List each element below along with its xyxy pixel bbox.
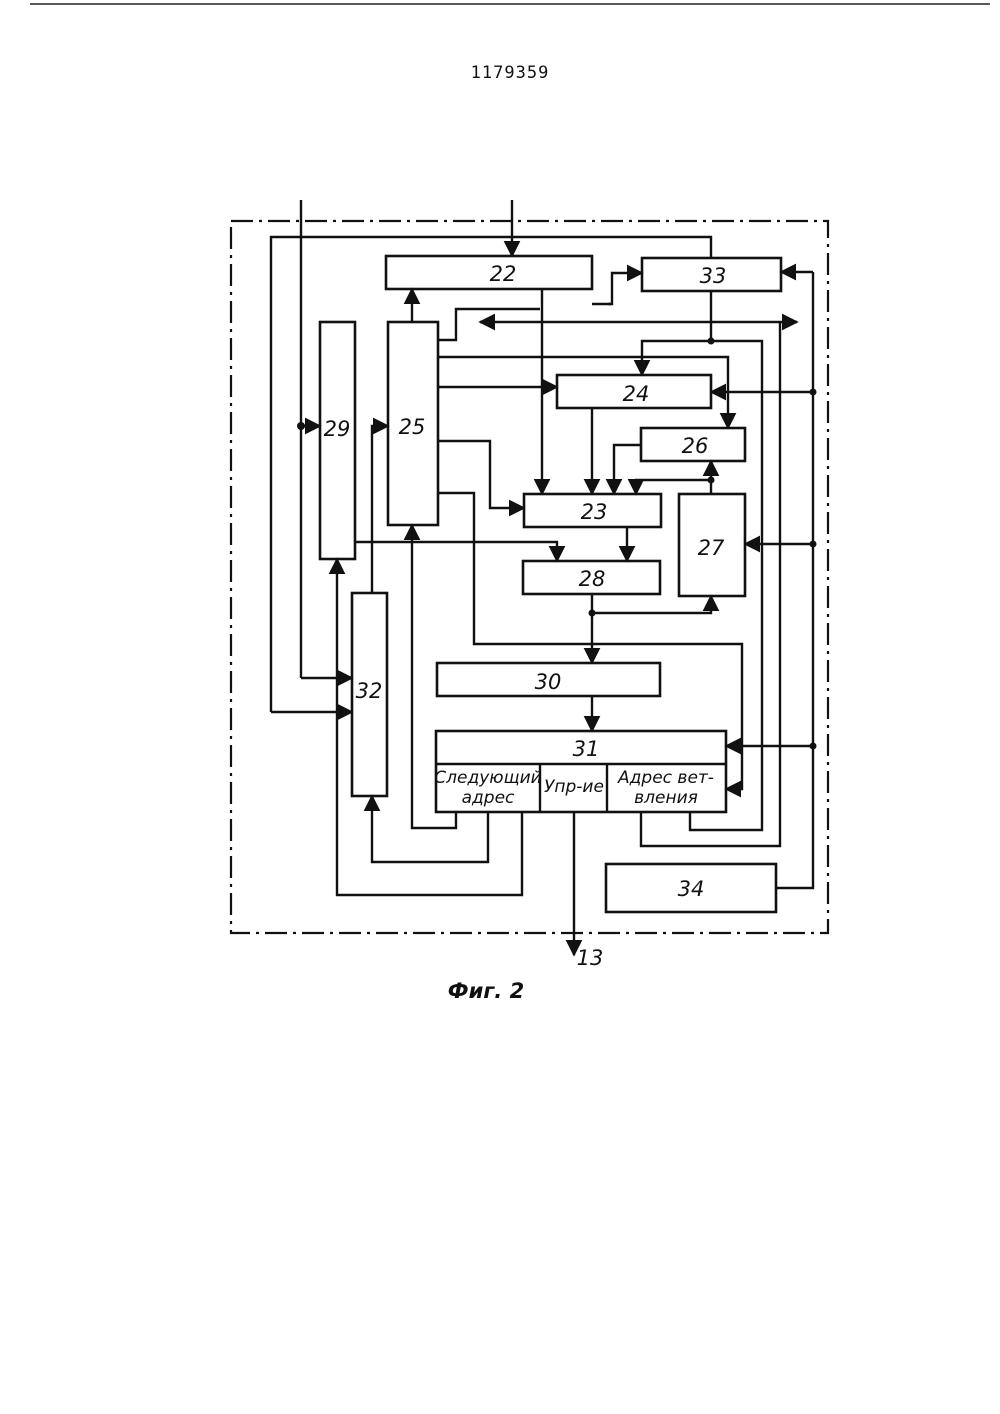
block-32-label: 32 xyxy=(356,679,383,703)
block-28-label: 28 xyxy=(579,567,606,591)
block-29: 29 xyxy=(320,322,355,559)
block-33-label: 33 xyxy=(700,264,727,288)
figure-caption: Фиг. 2 xyxy=(448,979,524,1003)
block-34: 34 xyxy=(606,864,776,912)
block-33: 33 xyxy=(642,258,781,291)
block-26: 26 xyxy=(641,428,745,461)
block-26-label: 26 xyxy=(682,434,709,458)
branch-address-field-line1: Адрес вет- xyxy=(617,768,714,788)
junction-dot xyxy=(297,422,305,430)
block-27-label: 27 xyxy=(698,536,725,560)
block-22-label: 22 xyxy=(490,262,517,286)
block-27: 27 xyxy=(679,494,745,596)
branch-address-field-line2: вления xyxy=(634,788,698,808)
junction-dot xyxy=(708,338,715,345)
block-30: 30 xyxy=(437,663,660,696)
block-31: 31 Следующий адрес Упр-ие Адрес вет- вле… xyxy=(434,731,726,812)
control-field: Упр-ие xyxy=(544,777,604,797)
block-34-label: 34 xyxy=(678,877,705,901)
block-24: 24 xyxy=(557,375,711,408)
block-28: 28 xyxy=(523,561,660,594)
output-13-label: 13 xyxy=(577,946,604,970)
block-31-label: 31 xyxy=(573,737,600,761)
block-25-label: 25 xyxy=(399,415,426,439)
block-23: 23 xyxy=(524,494,661,527)
block-25: 25 xyxy=(388,322,438,525)
next-address-field-line1: Следующий xyxy=(434,768,541,788)
patent-number: 1179359 xyxy=(471,63,550,83)
block-23-label: 23 xyxy=(581,500,608,524)
block-22: 22 xyxy=(386,256,592,289)
block-24-label: 24 xyxy=(623,382,650,406)
block-30-label: 30 xyxy=(535,670,562,694)
block-32: 32 xyxy=(352,593,387,796)
next-address-field-line2: адрес xyxy=(462,788,515,808)
block-29-label: 29 xyxy=(324,417,351,441)
